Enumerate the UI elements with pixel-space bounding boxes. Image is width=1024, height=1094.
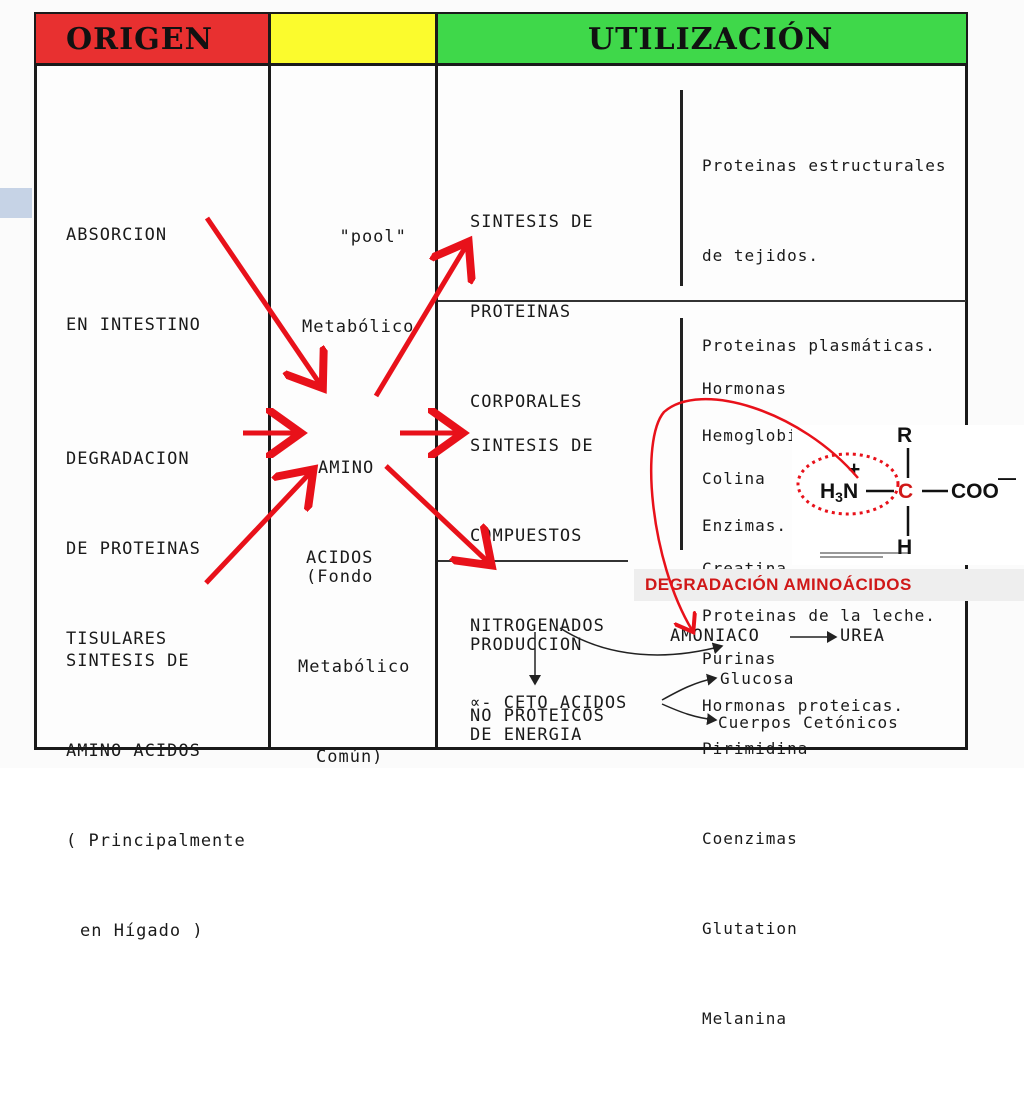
- column-divider-1: [268, 66, 271, 748]
- slide: ORIGEN UTILIZACIÓN ABSORCION EN INTESTIN…: [0, 12, 1024, 1028]
- urea-label: UREA: [840, 626, 885, 646]
- compuestos-item: Melanina: [702, 1009, 788, 1028]
- origen-sintesis-line-2: AMINO ACIDOS: [66, 741, 201, 761]
- header-middle: [271, 14, 438, 66]
- molecule-coo: COO: [951, 480, 999, 503]
- compuestos-item: Colina: [702, 469, 766, 488]
- sintesis-proteinas-line-2: PROTEINAS: [470, 302, 572, 322]
- origen-sintesis-line-1: SINTESIS DE: [66, 651, 190, 671]
- arrow-ceto-to-cuerpos: [661, 703, 718, 726]
- sintesis-compuestos-line-4: NO PROTEICOS: [470, 706, 605, 726]
- origen-degradacion: DEGRADACION DE PROTEINAS TISULARES: [66, 384, 201, 714]
- pool-label-line-2: Metabólico: [302, 317, 415, 337]
- pool-label-line-1: "pool": [339, 227, 407, 247]
- row-divider-2: [438, 560, 628, 562]
- amino-acidos-line-2: ACIDOS: [306, 548, 374, 568]
- degradacion-aminoacidos-label: DEGRADACIÓN AMINOÁCIDOS: [645, 575, 912, 594]
- figure-credit-lines: [820, 552, 910, 562]
- proteinas-item: Proteinas estructurales: [702, 156, 947, 175]
- molecule-c: C: [898, 480, 914, 503]
- bracket-proteinas: [680, 90, 683, 286]
- arrow-energia-to-amoniaco: [559, 627, 724, 656]
- molecule-h3n: H3N: [820, 480, 858, 505]
- proteinas-item: de tejidos.: [702, 246, 819, 265]
- arrow-ceto-to-glucosa: [661, 673, 718, 701]
- origen-absorcion-line-1: ABSORCION: [66, 225, 168, 245]
- bracket-compuestos: [680, 318, 683, 550]
- fondo-line-1: (Fondo: [306, 567, 374, 587]
- molecule-minus: —: [998, 468, 1016, 488]
- produccion-energia: PRODUCCION DE ENERGIA: [470, 570, 582, 810]
- produccion-line-1: PRODUCCION: [470, 635, 583, 655]
- fondo-metabolico: (Fondo Metabólico Común): [298, 502, 410, 832]
- decorative-bar: [0, 188, 32, 218]
- cuerpos-cetonicos-label: Cuerpos Cetónicos: [718, 713, 899, 732]
- origen-sintesis-line-3: ( Principalmente: [66, 831, 246, 851]
- proteinas-item: Hormonas proteicas.: [702, 696, 905, 715]
- origen-degradacion-line-3: TISULARES: [66, 629, 168, 649]
- origen-sintesis-line-4: en Hígado ): [80, 921, 204, 941]
- table-frame: [34, 12, 968, 750]
- glucosa-label: Glucosa: [720, 669, 795, 688]
- molecule-h: H: [897, 536, 913, 559]
- arrow-absorcion-to-amino: [204, 216, 320, 384]
- amino-acidos-line-1: AMINO: [318, 458, 375, 478]
- sintesis-compuestos-line-1: SINTESIS DE: [470, 436, 594, 456]
- origen-absorcion-line-2: EN INTESTINO: [66, 315, 201, 335]
- compuestos-item: Hormonas: [702, 379, 788, 398]
- molecule-r: R: [897, 424, 913, 447]
- sintesis-proteinas-line-3: CORPORALES: [470, 392, 583, 412]
- produccion-line-2: DE ENERGIA: [470, 725, 583, 745]
- molecule-h3n-h: H: [820, 480, 836, 503]
- proteinas-item: Proteinas de la leche.: [702, 606, 936, 625]
- origen-degradacion-line-1: DEGRADACION: [66, 449, 190, 469]
- origen-degradacion-line-2: DE PROTEINAS: [66, 539, 201, 559]
- arrow-h3n-to-amoniaco: [649, 398, 859, 630]
- header-utilizacion: UTILIZACIÓN: [438, 14, 966, 66]
- amino-acidos: AMINO ACIDOS: [306, 393, 374, 633]
- sintesis-proteinas-line-1: SINTESIS DE: [470, 212, 594, 232]
- molecule-h3n-n: N: [842, 480, 859, 503]
- header-origen: ORIGEN: [36, 14, 271, 66]
- molecule-h3n-sub: 3: [835, 489, 843, 505]
- row-divider-1: [438, 300, 966, 302]
- fondo-line-2: Metabólico: [298, 657, 411, 677]
- sintesis-compuestos-line-2: COMPUESTOS: [470, 526, 583, 546]
- arrow-amino-to-proteinas: [373, 246, 466, 398]
- compuestos-item: Pirimidina: [702, 739, 809, 758]
- arrow-sintesis-to-amino: [204, 473, 310, 585]
- h3n-dotted-circle: [796, 452, 900, 516]
- ceto-acidos-label: ∝- CETO ACIDOS: [470, 693, 628, 713]
- proteinas-item: Enzimas.: [702, 516, 788, 535]
- sintesis-compuestos: SINTESIS DE COMPUESTOS NITROGENADOS NO P…: [470, 371, 605, 791]
- degradacion-banner: [634, 569, 1024, 601]
- arrows-layer: [204, 216, 948, 726]
- compuestos-item: Glutation: [702, 919, 798, 938]
- fondo-line-3: Común): [316, 747, 384, 767]
- pool-label: "pool" Metabólico: [302, 162, 414, 402]
- compuestos-item: Coenzimas: [702, 829, 798, 848]
- header-origen-label: ORIGEN: [66, 22, 214, 57]
- sintesis-proteinas: SINTESIS DE PROTEINAS CORPORALES: [470, 147, 594, 477]
- header-utilizacion-label: UTILIZACIÓN: [588, 22, 834, 57]
- origen-absorcion: ABSORCION EN INTESTINO: [66, 160, 201, 400]
- proteinas-item: Proteinas plasmáticas.: [702, 336, 936, 355]
- sintesis-compuestos-line-3: NITROGENADOS: [470, 616, 605, 636]
- arrow-amino-to-energia: [384, 464, 488, 562]
- column-divider-2: [435, 66, 438, 748]
